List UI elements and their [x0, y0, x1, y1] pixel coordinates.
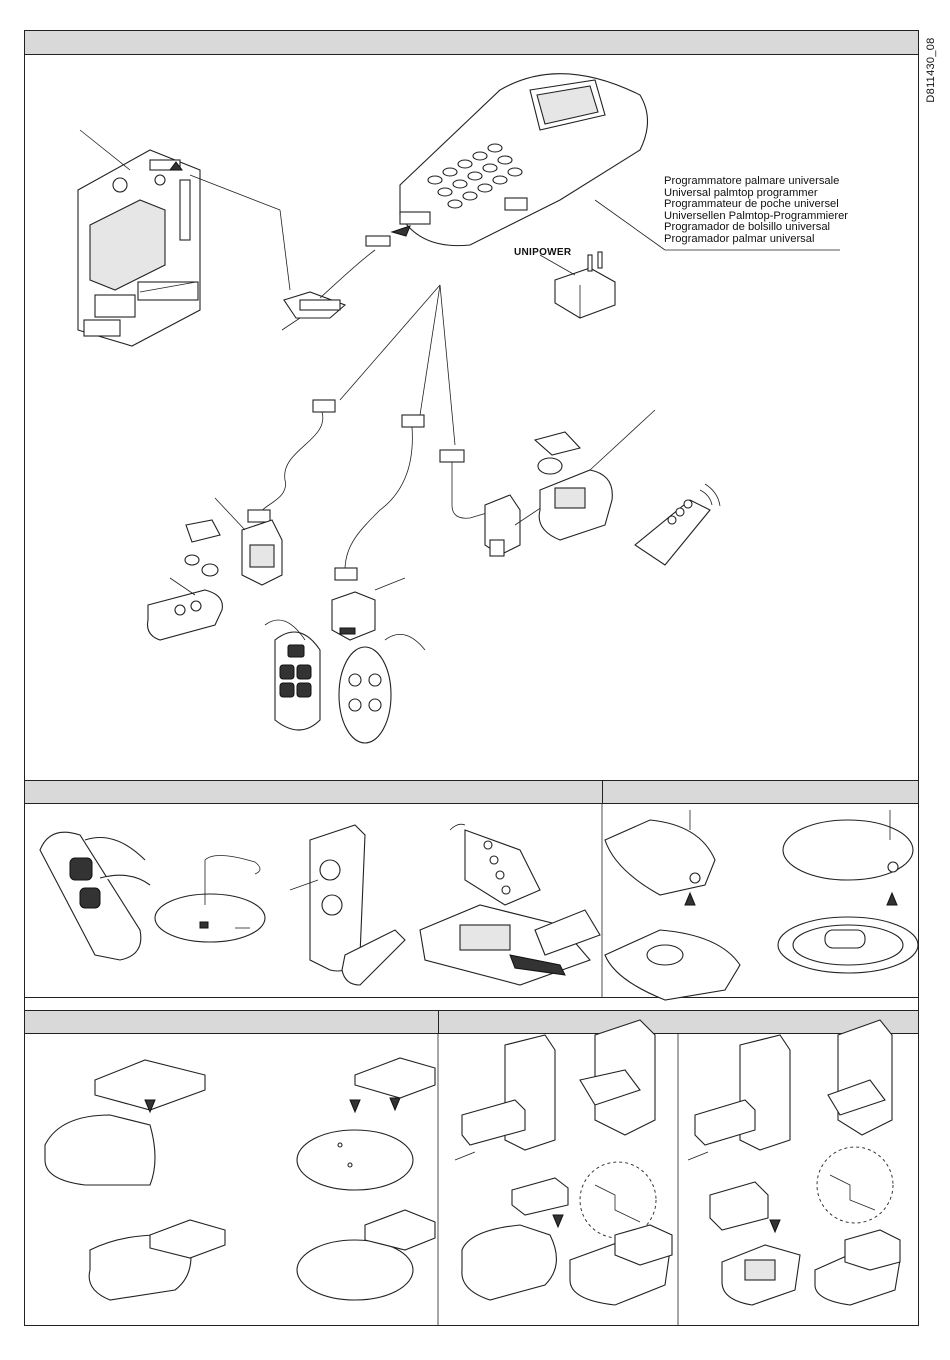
- control-board-illustration: [78, 130, 290, 346]
- board-ribbon-cable: [282, 236, 390, 330]
- battery-replacement-illustration: [605, 810, 918, 1000]
- remote-buttons-illustration: [40, 832, 150, 960]
- cable-2-illustration: [332, 415, 424, 640]
- module-mount-right-illustration: [688, 1020, 900, 1305]
- open-remote-illustration: [290, 825, 405, 985]
- oval-remote-illustration: [155, 855, 265, 942]
- cable-1-illustration: [148, 400, 336, 640]
- receiver-module-illustration: [535, 410, 720, 565]
- palmtop-programmer-illustration: [392, 74, 840, 250]
- remote-controls-illustration: [265, 620, 425, 743]
- module-mount-center-illustration: [455, 1020, 672, 1305]
- cable-3-illustration: [440, 450, 545, 556]
- module-insertion-left-illustration: [45, 1058, 435, 1300]
- power-adapter-illustration: [540, 252, 615, 318]
- receiver-dip-illustration: [420, 824, 600, 985]
